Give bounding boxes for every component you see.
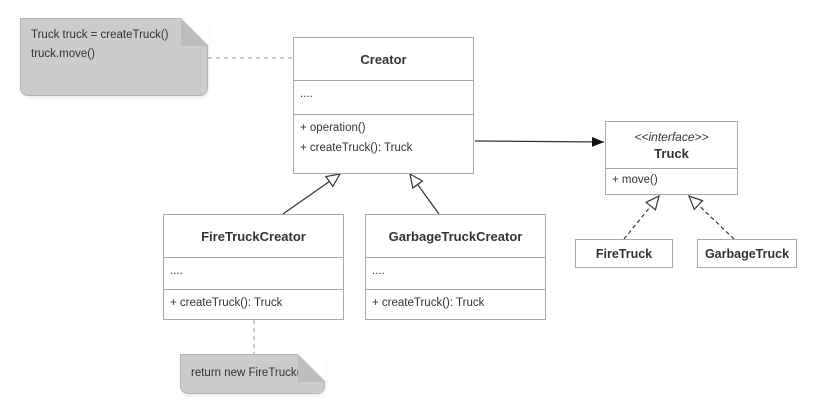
class-fire-truck-creator[interactable]: FireTruckCreator .... + createTruck(): T… <box>163 214 344 320</box>
class-name: FireTruckCreator <box>201 228 306 244</box>
class-methods: + move() <box>606 168 737 193</box>
class-fields: .... <box>366 257 545 289</box>
class-garbage-truck-creator[interactable]: GarbageTruckCreator .... + createTruck()… <box>365 214 546 320</box>
inheritance-garbage-creator <box>409 172 440 215</box>
note-line: Truck truck = createTruck() <box>31 29 169 41</box>
method-row: + operation() <box>300 122 366 134</box>
realization-garbagetruck <box>687 195 735 240</box>
creator-note: Truck truck = createTruck() truck.move() <box>20 17 209 96</box>
class-fields: .... <box>294 80 473 114</box>
class-header: Creator <box>294 38 473 80</box>
class-methods: + createTruck(): Truck <box>366 289 545 318</box>
class-creator[interactable]: Creator .... + operation() + createTruck… <box>293 37 474 174</box>
method-row: + move() <box>612 174 658 186</box>
class-fields: .... <box>164 257 343 289</box>
class-methods: + operation() + createTruck(): Truck <box>294 114 473 172</box>
field-row: .... <box>170 265 183 277</box>
class-header: FireTruckCreator <box>164 215 343 257</box>
method-row: + createTruck(): Truck <box>170 297 283 309</box>
note-fold <box>297 353 326 382</box>
class-name: FireTruck <box>595 246 653 261</box>
interface-truck[interactable]: <<interface>> Truck + move() <box>605 121 738 195</box>
class-name: Truck <box>654 145 689 161</box>
realization-firetruck <box>623 194 660 240</box>
class-name: GarbageTruck <box>704 246 790 261</box>
association-creator-truck <box>474 136 605 147</box>
class-name: GarbageTruckCreator <box>388 228 523 244</box>
class-garbage-truck[interactable]: GarbageTruck <box>697 239 797 268</box>
inheritance-fire-creator <box>282 173 342 215</box>
class-methods: + createTruck(): Truck <box>164 289 343 318</box>
note-line: truck.move() <box>31 48 95 60</box>
class-header: GarbageTruckCreator <box>366 215 545 257</box>
class-header: <<interface>> Truck <box>606 122 737 168</box>
method-row: + createTruck(): Truck <box>300 142 413 154</box>
field-row: .... <box>372 265 385 277</box>
stereotype-label: <<interface>> <box>634 129 709 144</box>
field-row: .... <box>300 88 313 100</box>
note-fold <box>180 17 209 46</box>
class-fire-truck[interactable]: FireTruck <box>575 239 673 268</box>
class-name: Creator <box>360 51 407 67</box>
method-row: + createTruck(): Truck <box>372 297 485 309</box>
note-line: return new FireTruck() <box>191 367 305 379</box>
fire-creator-note: return new FireTruck() <box>180 353 326 394</box>
